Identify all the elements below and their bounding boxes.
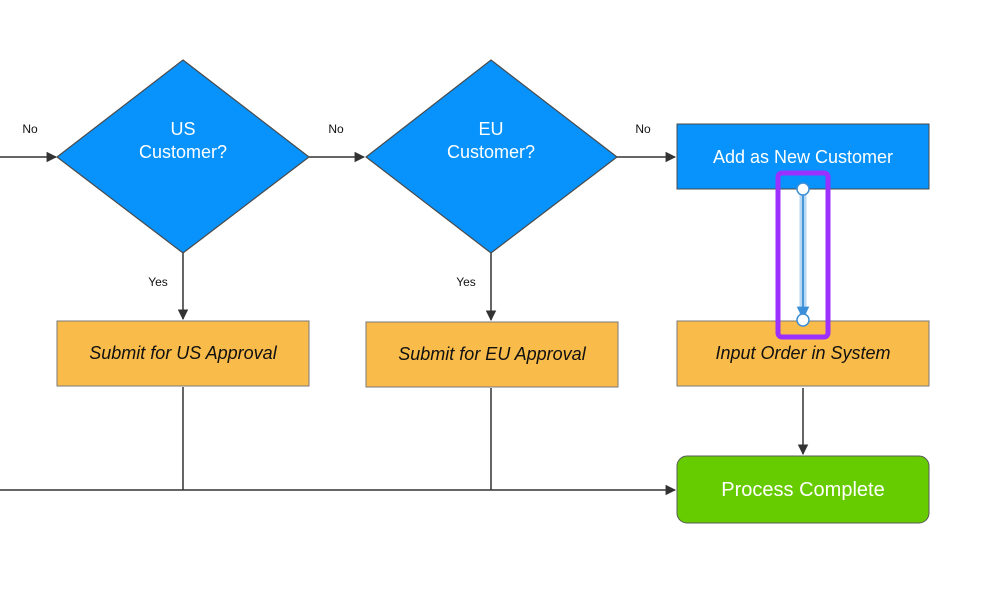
edge-label-yes-eu: Yes (456, 275, 476, 289)
selected-edge-add-to-input[interactable] (775, 170, 831, 340)
edge-labels: No No No Yes Yes (22, 122, 651, 289)
edge-start-handle[interactable] (796, 182, 810, 196)
decision-eu-customer[interactable]: EU Customer? (365, 59, 618, 254)
task-input-order-label: Input Order in System (715, 343, 890, 363)
edge-label-no-eu-add: No (635, 122, 651, 136)
edge-end-handle[interactable] (796, 313, 810, 327)
edge-label-no-us-eu: No (328, 122, 344, 136)
edge-label-no-into-us: No (22, 122, 38, 136)
edge-label-yes-us: Yes (148, 275, 168, 289)
process-add-new-customer[interactable]: Add as New Customer (676, 123, 930, 190)
task-input-order[interactable]: Input Order in System (676, 320, 930, 387)
terminal-process-complete-label: Process Complete (721, 479, 884, 501)
task-submit-eu-approval-label: Submit for EU Approval (398, 344, 586, 364)
decision-us-customer-line1: US (170, 119, 195, 139)
selection-highlight-box (775, 170, 831, 340)
edges (0, 151, 809, 496)
decision-eu-customer-line1: EU (478, 119, 503, 139)
task-submit-us-approval-label: Submit for US Approval (89, 343, 277, 363)
decision-us-customer[interactable]: US Customer? (56, 59, 310, 254)
task-submit-eu-approval[interactable]: Submit for EU Approval (365, 321, 619, 388)
terminal-process-complete[interactable]: Process Complete (676, 455, 930, 524)
decision-us-customer-line2: Customer? (139, 142, 227, 162)
decision-eu-customer-line2: Customer? (447, 142, 535, 162)
task-submit-us-approval[interactable]: Submit for US Approval (56, 320, 310, 387)
process-add-new-customer-label: Add as New Customer (713, 147, 893, 167)
